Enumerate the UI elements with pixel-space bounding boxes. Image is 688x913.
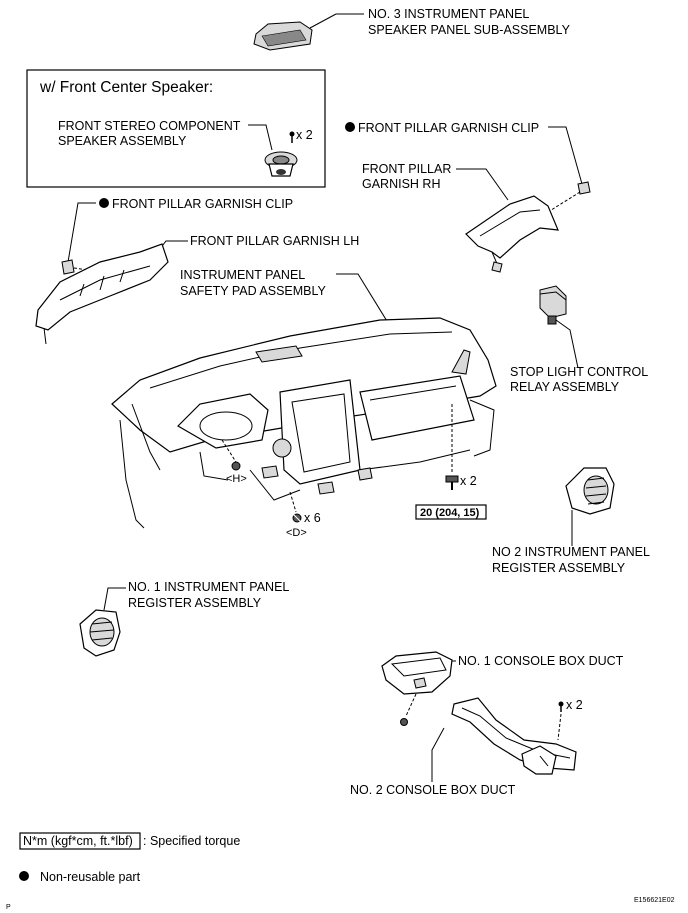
register-no2-label-1: NO 2 INSTRUMENT PANEL <box>492 545 650 559</box>
torque-value: 20 (204, 15) <box>420 507 480 519</box>
speaker-panel-label-2: SPEAKER PANEL SUB-ASSEMBLY <box>368 23 571 37</box>
front-center-speaker-header: w/ Front Center Speaker: <box>39 79 213 96</box>
console-duct-no1-part <box>381 651 453 695</box>
register-no1-label-2: REGISTER ASSEMBLY <box>128 596 262 610</box>
torque-box <box>415 504 487 520</box>
legend-nonreusable-dot-icon <box>19 871 29 881</box>
stop-light-label-2: RELAY ASSEMBLY <box>510 380 620 394</box>
speaker-panel-part <box>253 13 364 51</box>
duct-no2-label: NO. 2 CONSOLE BOX DUCT <box>350 783 516 797</box>
register-no2-label-2: REGISTER ASSEMBLY <box>492 561 626 575</box>
nonreusable-dot-icon <box>99 198 109 208</box>
stop-light-relay-part <box>539 285 567 325</box>
legend-torque-unit: N*m (kgf*cm, ft.*lbf) <box>23 834 133 848</box>
legend-torque-text: : Specified torque <box>143 834 240 848</box>
center-speaker-label-2: SPEAKER ASSEMBLY <box>58 134 187 148</box>
bolt-qty: x 2 <box>460 474 477 488</box>
front-center-speaker-box <box>26 69 326 188</box>
center-speaker-part <box>264 151 298 177</box>
center-speaker-label-1: FRONT STEREO COMPONENT <box>58 119 241 133</box>
screw-d-label: <D> <box>286 527 307 539</box>
duct-qty: x 2 <box>566 698 583 712</box>
screw-icon <box>289 131 295 143</box>
legend-torque-box <box>19 832 141 850</box>
screw-icon <box>558 701 564 712</box>
console-duct-no2-part <box>451 697 577 775</box>
clip-lh-part <box>61 259 75 275</box>
legend-nonreusable-text: Non-reusable part <box>40 870 141 884</box>
garnish-rh-label-2: GARNISH RH <box>362 177 440 191</box>
safety-pad-label-1: INSTRUMENT PANEL <box>180 268 305 282</box>
garnish-lh-part <box>35 243 169 345</box>
garnish-lh-label: FRONT PILLAR GARNISH LH <box>190 234 359 248</box>
speaker-panel-label-1: NO. 3 INSTRUMENT PANEL <box>368 7 529 21</box>
garnish-rh-label-1: FRONT PILLAR <box>362 162 451 176</box>
instrument-panel-part <box>111 317 497 529</box>
garnish-rh-part <box>465 195 559 273</box>
bolt-icon <box>445 475 459 490</box>
nonreusable-dot-icon <box>345 122 355 132</box>
screw-d-icon <box>292 513 302 523</box>
clip-rh-part <box>577 181 591 195</box>
stop-light-label-1: STOP LIGHT CONTROL <box>510 365 648 379</box>
screw-d-qty: x 6 <box>304 511 321 525</box>
clip-rh-label: FRONT PILLAR GARNISH CLIP <box>358 121 539 135</box>
register-no1-part <box>79 609 121 657</box>
register-no1-label-1: NO. 1 INSTRUMENT PANEL <box>128 580 289 594</box>
footer-left-mark: P <box>6 904 11 911</box>
clip-lh-label: FRONT PILLAR GARNISH CLIP <box>112 197 293 211</box>
screw-icon <box>400 718 408 726</box>
screw-h-label: <H> <box>226 473 247 485</box>
register-no2-part <box>565 467 615 515</box>
duct-no1-label: NO. 1 CONSOLE BOX DUCT <box>458 654 624 668</box>
safety-pad-label-2: SAFETY PAD ASSEMBLY <box>180 284 327 298</box>
footer-image-code: E156621E02 <box>634 897 675 904</box>
screw-h-icon <box>231 461 241 471</box>
center-speaker-qty: x 2 <box>296 128 313 142</box>
